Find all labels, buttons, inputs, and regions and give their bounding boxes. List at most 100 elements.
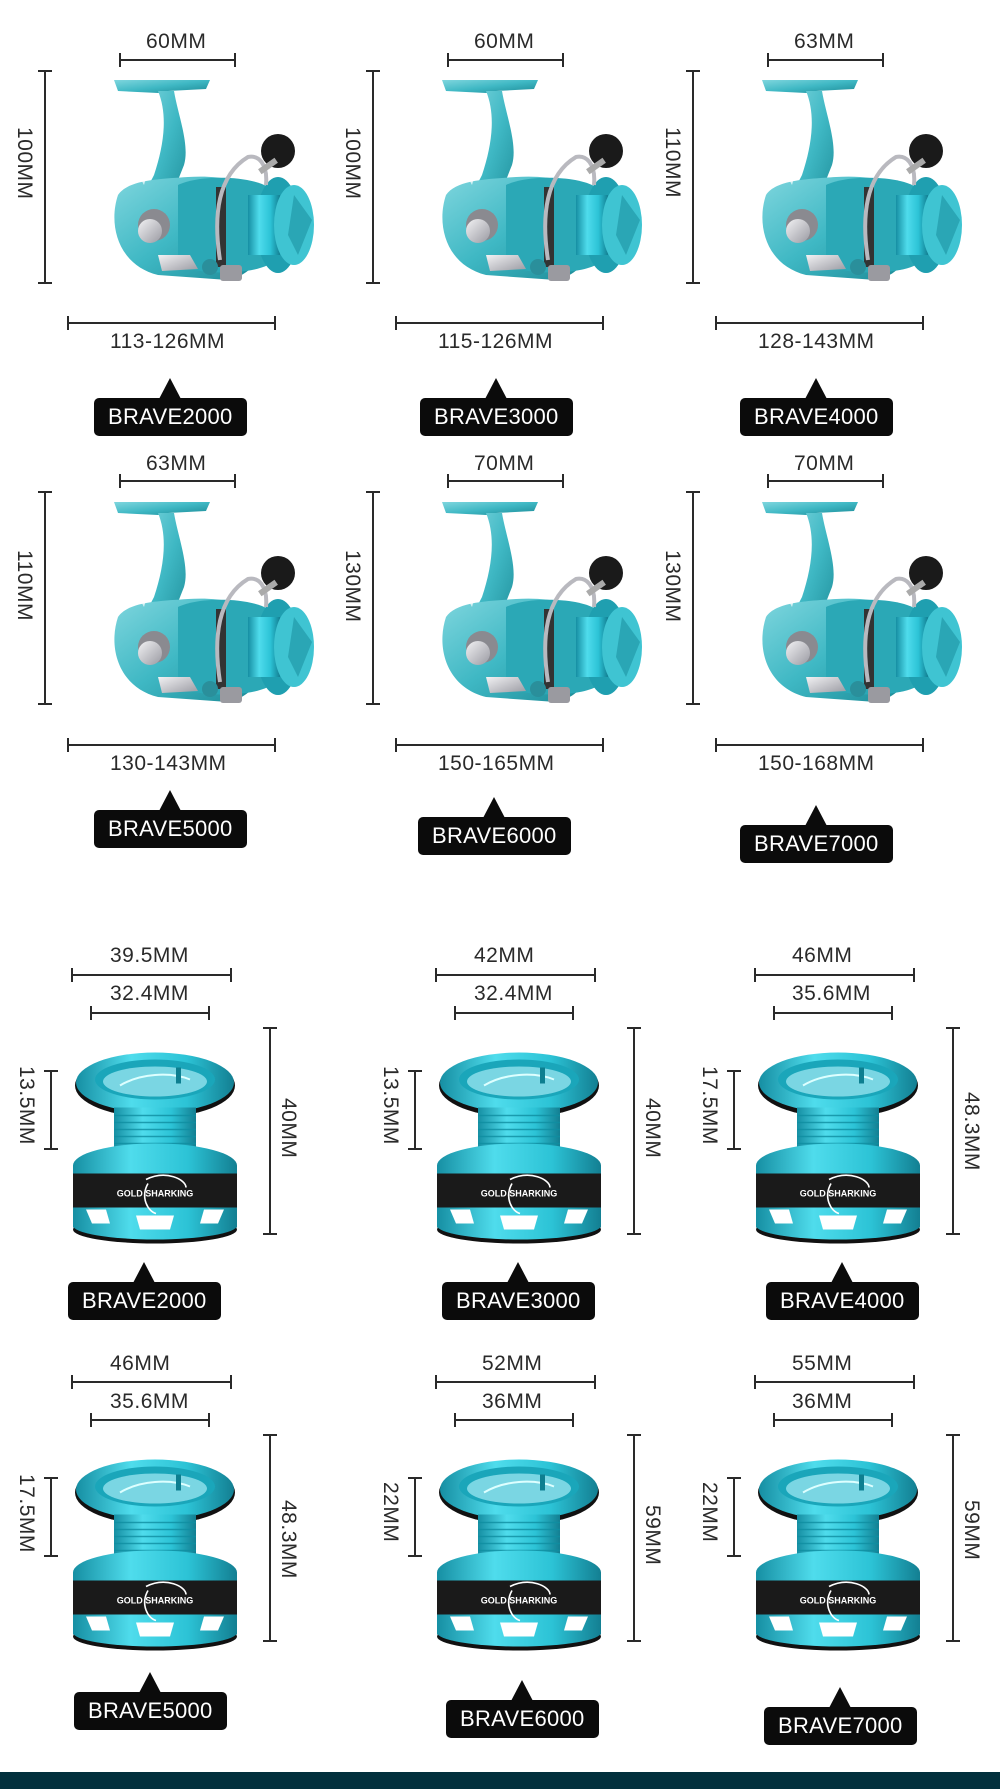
spool-line-depth-label: 13.5MM (379, 1066, 402, 1145)
spool-inner-diameter-label: 32.4MM (474, 982, 553, 1005)
spool-inner-diameter-line (454, 1006, 574, 1020)
reel-height-label: 110MM (13, 550, 36, 621)
spool-outer-diameter-line (754, 968, 915, 982)
spool-height-line (627, 1027, 641, 1235)
spinning-reel-image (746, 70, 976, 310)
bottom-color-bar (0, 1772, 1000, 1789)
model-badge: BRAVE2000 (94, 378, 247, 436)
spare-spool-image (753, 1447, 923, 1662)
reel-top-width-label: 63MM (794, 30, 855, 53)
spool-inner-diameter-label: 35.6MM (110, 1390, 189, 1413)
spool-height-line (263, 1027, 277, 1235)
spool-height-label: 59MM (641, 1505, 664, 1566)
model-badge: BRAVE6000 (446, 1680, 599, 1738)
reel-length-label: 130-143MM (110, 752, 227, 775)
model-badge: BRAVE6000 (418, 797, 571, 855)
reel-top-width-line (767, 474, 884, 488)
spinning-reel-image (426, 492, 656, 732)
spool-inner-diameter-label: 36MM (792, 1390, 853, 1413)
model-badge: BRAVE5000 (74, 1672, 227, 1730)
reel-height-line (38, 70, 52, 284)
reel-top-width-line (447, 474, 564, 488)
spare-spool-image (434, 1040, 604, 1255)
spool-inner-diameter-line (90, 1413, 210, 1427)
spool-line-depth-line (408, 1477, 422, 1557)
spinning-reel-image (426, 70, 656, 310)
reel-top-width-label: 70MM (474, 452, 535, 475)
reel-top-width-line (119, 474, 236, 488)
spool-outer-diameter-label: 42MM (474, 944, 535, 967)
spool-line-depth-label: 17.5MM (698, 1066, 721, 1145)
reel-top-width-label: 60MM (146, 30, 207, 53)
spool-height-line (946, 1027, 960, 1235)
model-badge: BRAVE2000 (68, 1262, 221, 1320)
spare-spool-image (753, 1040, 923, 1255)
reel-height-label: 100MM (13, 127, 36, 200)
spool-inner-diameter-label: 35.6MM (792, 982, 871, 1005)
reel-length-label: 128-143MM (758, 330, 875, 353)
spare-spool-image (434, 1447, 604, 1662)
reel-height-label: 100MM (341, 127, 364, 200)
model-badge: BRAVE7000 (740, 805, 893, 863)
spool-outer-diameter-label: 46MM (792, 944, 853, 967)
reel-top-width-line (447, 53, 564, 67)
model-badge: BRAVE7000 (764, 1687, 917, 1745)
reel-length-line (395, 738, 604, 752)
model-badge: BRAVE5000 (94, 790, 247, 848)
spool-line-depth-label: 22MM (379, 1482, 402, 1543)
reel-length-line (395, 316, 604, 330)
spool-outer-diameter-label: 39.5MM (110, 944, 189, 967)
spool-inner-diameter-label: 32.4MM (110, 982, 189, 1005)
spool-height-line (627, 1434, 641, 1642)
spool-height-label: 40MM (641, 1098, 664, 1159)
spool-outer-diameter-label: 46MM (110, 1352, 171, 1375)
spool-outer-diameter-line (71, 1375, 232, 1389)
reel-height-line (366, 70, 380, 284)
reel-length-line (67, 316, 276, 330)
spool-height-line (946, 1434, 960, 1642)
reel-length-label: 115-126MM (438, 330, 553, 353)
model-badge: BRAVE3000 (442, 1262, 595, 1320)
spool-outer-diameter-line (435, 1375, 596, 1389)
reel-height-label: 130MM (341, 550, 364, 623)
spinning-reel-image (98, 492, 328, 732)
spool-line-depth-line (44, 1070, 58, 1150)
reel-top-width-label: 70MM (794, 452, 855, 475)
spool-line-depth-line (727, 1070, 741, 1150)
spool-inner-diameter-label: 36MM (482, 1390, 543, 1413)
spinning-reel-image (746, 492, 976, 732)
reel-length-label: 113-126MM (110, 330, 225, 353)
spool-inner-diameter-line (773, 1413, 893, 1427)
spool-outer-diameter-line (754, 1375, 915, 1389)
reel-length-label: 150-165MM (438, 752, 555, 775)
spool-line-depth-label: 22MM (698, 1482, 721, 1543)
spool-outer-diameter-line (71, 968, 232, 982)
reel-height-line (686, 491, 700, 705)
spare-spool-image (70, 1447, 240, 1662)
spare-spool-image (70, 1040, 240, 1255)
spool-height-line (263, 1434, 277, 1642)
model-badge: BRAVE4000 (740, 378, 893, 436)
spinning-reel-image (98, 70, 328, 310)
model-badge: BRAVE3000 (420, 378, 573, 436)
spool-inner-diameter-line (454, 1413, 574, 1427)
reel-top-width-label: 60MM (474, 30, 535, 53)
spool-line-depth-label: 13.5MM (15, 1066, 38, 1145)
spool-height-label: 59MM (960, 1500, 983, 1561)
spool-height-label: 48.3MM (277, 1500, 300, 1579)
spool-line-depth-line (727, 1477, 741, 1557)
reel-length-line (715, 738, 924, 752)
reel-top-width-line (767, 53, 884, 67)
spool-height-label: 48.3MM (960, 1092, 983, 1171)
reel-top-width-label: 63MM (146, 452, 207, 475)
reel-height-line (686, 70, 700, 284)
reel-length-line (715, 316, 924, 330)
spool-outer-diameter-label: 55MM (792, 1352, 853, 1375)
reel-height-label: 110MM (661, 127, 684, 198)
spool-line-depth-line (44, 1477, 58, 1557)
spool-line-depth-label: 17.5MM (15, 1474, 38, 1553)
reel-length-label: 150-168MM (758, 752, 875, 775)
model-badge: BRAVE4000 (766, 1262, 919, 1320)
spool-height-label: 40MM (277, 1098, 300, 1159)
spool-outer-diameter-label: 52MM (482, 1352, 543, 1375)
